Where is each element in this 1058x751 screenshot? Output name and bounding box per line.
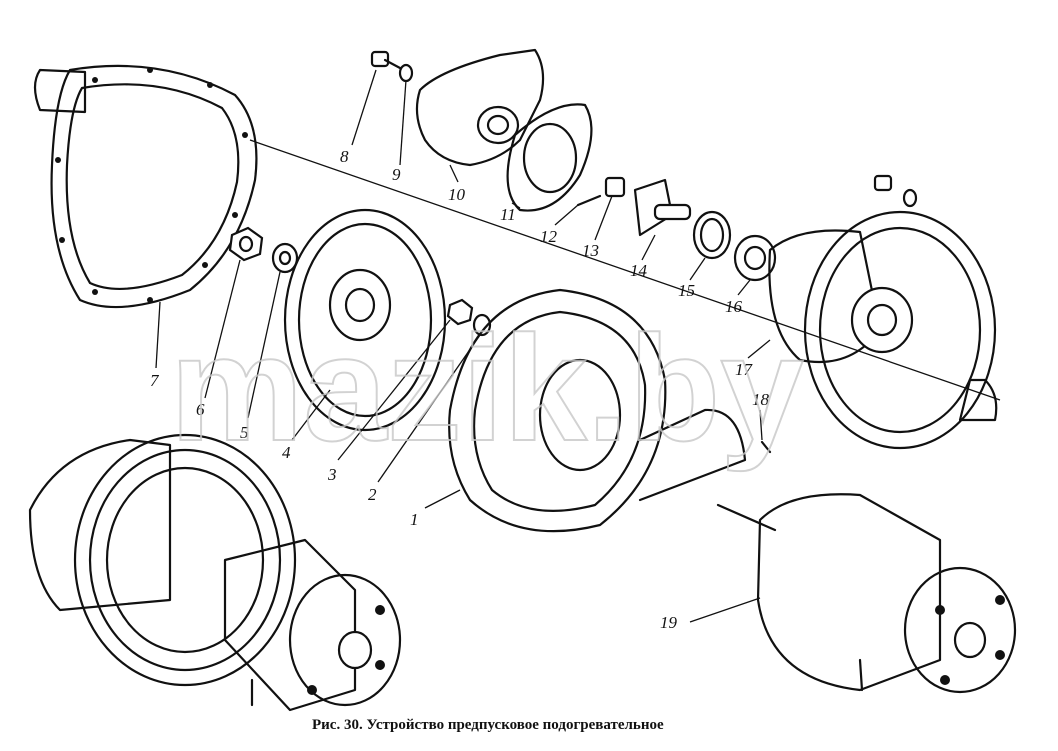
part-3-nut: [446, 298, 474, 326]
part-18-pin: [760, 440, 772, 454]
part-4-fan-wheel: [283, 208, 447, 432]
assembly-axis-line: [249, 139, 1001, 401]
part-5-washer: [271, 242, 299, 274]
background-pipe-right: [958, 378, 998, 422]
callout-12: 12: [540, 227, 558, 246]
part-12-pin: [576, 194, 602, 207]
part-17-pump-housing: [768, 174, 997, 450]
background-pipe-left: [33, 68, 87, 114]
callout-17: 17: [735, 360, 754, 379]
callout-13: 13: [582, 241, 599, 260]
callout-14: 14: [630, 261, 648, 280]
part-8-bolt: [370, 50, 402, 70]
callout-1: 1: [410, 510, 419, 529]
callout-15: 15: [678, 281, 695, 300]
callout-5: 5: [240, 423, 249, 442]
part-6-nut: [228, 226, 264, 262]
part-11-flange-gasket: [506, 103, 593, 212]
leader-lines: [155, 69, 771, 623]
part-7-gasket: [50, 64, 258, 309]
callout-10: 10: [448, 185, 466, 204]
callout-2: 2: [368, 485, 377, 504]
callout-7: 7: [150, 371, 160, 390]
part-13-bushing: [604, 176, 626, 198]
figure-caption: Рис. 30. Устройство предпусковое подогре…: [312, 717, 664, 733]
callout-4: 4: [282, 443, 291, 462]
callout-9: 9: [392, 165, 401, 184]
callout-19: 19: [660, 613, 678, 632]
heater-assembly-left: [28, 433, 402, 712]
callout-8: 8: [340, 147, 349, 166]
part-19-heater-assembly: [716, 493, 1017, 694]
part-10-pump-cover: [415, 48, 545, 167]
part-1-volute: [448, 288, 747, 533]
part-16-bearing: [733, 234, 777, 282]
part-2-washer: [472, 313, 492, 337]
watermark-text: mazik.by: [170, 304, 804, 472]
callout-11: 11: [500, 205, 516, 224]
part-15-retaining-ring: [692, 210, 732, 260]
callout-6: 6: [196, 400, 205, 419]
part-9-washer: [398, 63, 414, 83]
callout-16: 16: [725, 297, 743, 316]
callout-18: 18: [752, 390, 770, 409]
part-14-impeller: [633, 178, 692, 237]
callout-3: 3: [327, 465, 337, 484]
